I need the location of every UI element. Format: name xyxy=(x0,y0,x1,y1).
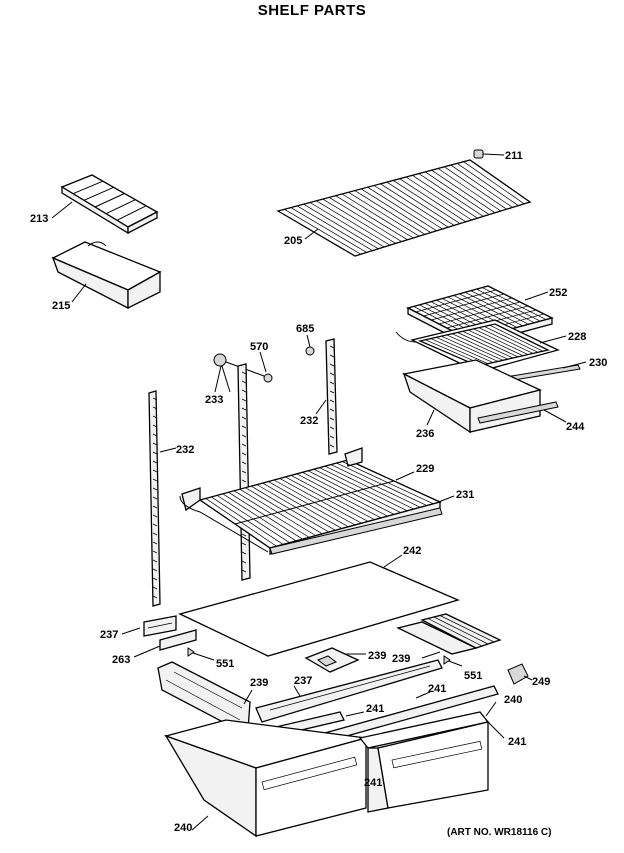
callout-241-bottom: 241 xyxy=(364,777,382,789)
callout-205: 205 xyxy=(284,235,302,247)
callout-231: 231 xyxy=(456,489,474,501)
callout-239-center: 239 xyxy=(368,650,386,662)
callout-213: 213 xyxy=(30,213,48,225)
callout-551-right: 551 xyxy=(464,670,482,682)
part-249-clip xyxy=(507,663,533,685)
callout-229: 229 xyxy=(416,463,434,475)
callout-237-rail: 237 xyxy=(294,675,312,687)
part-233-570-cam-hardware xyxy=(213,351,273,393)
callout-241-mid: 241 xyxy=(366,703,384,715)
callout-236: 236 xyxy=(416,428,434,440)
callout-551-left: 551 xyxy=(216,658,234,670)
callout-239-left: 239 xyxy=(250,677,268,689)
callout-239-right: 239 xyxy=(392,653,410,665)
callout-252: 252 xyxy=(549,287,567,299)
callout-570: 570 xyxy=(250,341,268,353)
callout-228: 228 xyxy=(568,331,586,343)
callout-233: 233 xyxy=(205,394,223,406)
part-244-rail xyxy=(477,401,567,424)
part-242-glass-crisper-cover xyxy=(178,554,460,657)
part-211-end-cap xyxy=(473,149,505,159)
callout-242: 242 xyxy=(403,545,421,557)
callout-232-right: 232 xyxy=(300,415,318,427)
part-215-door-bin xyxy=(51,241,162,310)
part-237-pan-rail xyxy=(255,659,443,723)
callout-685: 685 xyxy=(296,323,314,335)
callout-241-top: 241 xyxy=(428,683,446,695)
art-number: (ART NO. WR18116 C) xyxy=(447,827,552,838)
callout-230: 230 xyxy=(589,357,607,369)
part-237-263-cover-supports xyxy=(121,615,197,658)
part-239-center-support xyxy=(304,647,366,673)
callout-249: 249 xyxy=(532,676,550,688)
part-213-tray xyxy=(51,174,159,235)
callout-263: 263 xyxy=(112,654,130,666)
part-240-crisper-pans xyxy=(163,701,505,838)
callout-211: 211 xyxy=(505,150,523,162)
part-231-shelf-trim xyxy=(269,495,455,555)
callout-215: 215 xyxy=(52,300,70,312)
callout-232-left: 232 xyxy=(176,444,194,456)
callout-240-left: 240 xyxy=(174,822,192,834)
callout-241-right: 241 xyxy=(508,736,526,748)
part-236-crisper-pan xyxy=(402,359,542,434)
part-551-screws xyxy=(187,647,463,667)
part-239-right-slide-rails xyxy=(396,613,502,659)
part-205-freezer-wire-shelf xyxy=(276,159,532,257)
callout-244: 244 xyxy=(566,421,585,433)
diagram-title: SHELF PARTS xyxy=(257,2,367,19)
callout-240-right: 240 xyxy=(504,694,522,706)
callout-237-left: 237 xyxy=(100,629,118,641)
part-228-cover-frame xyxy=(395,319,567,373)
part-685-screw xyxy=(305,334,315,356)
